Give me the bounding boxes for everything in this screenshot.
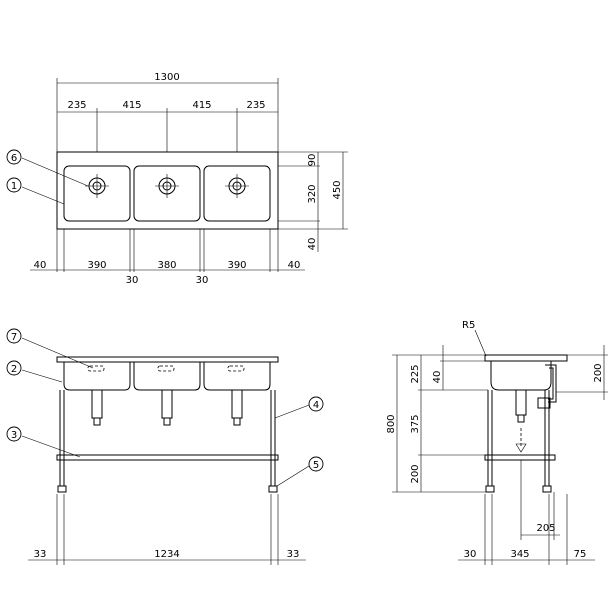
bowl-center	[133, 165, 201, 222]
dim-40-right: 40	[288, 260, 301, 271]
top-table-outline	[56, 151, 279, 230]
callout-1-label: 1	[11, 181, 17, 192]
callout-3-label: 3	[11, 430, 17, 441]
callout-5-label: 5	[313, 460, 319, 471]
callout-4	[308, 396, 324, 412]
dim-380: 380	[157, 260, 176, 271]
callout-1	[6, 177, 22, 193]
dim-800: 800	[386, 414, 397, 433]
dim-235-right: 235	[246, 100, 265, 111]
side-view: R5 800 225 375 200	[386, 320, 608, 565]
front-top-slab	[56, 356, 279, 363]
callout-3	[6, 426, 22, 442]
callout-2-label: 2	[11, 364, 17, 375]
dim-200: 200	[410, 464, 421, 483]
drain-center-icon	[155, 174, 179, 198]
dim-40-left: 40	[34, 260, 47, 271]
dim-375: 375	[410, 414, 421, 433]
side-top-slab	[484, 354, 568, 362]
side-sink	[490, 361, 552, 391]
dim-450: 450	[332, 180, 343, 199]
side-shelf	[484, 454, 556, 461]
dim-1234: 1234	[154, 549, 179, 560]
front-view: 7 2 3 4 5 33 1234 33	[6, 328, 324, 565]
dim-415-left: 415	[122, 100, 141, 111]
dim-225: 225	[410, 364, 421, 383]
dim-415-right: 415	[192, 100, 211, 111]
dim-40-depth: 40	[307, 238, 318, 251]
dim-390-right: 390	[227, 260, 246, 271]
callout-2	[6, 360, 22, 376]
dim-1300: 1300	[154, 72, 179, 83]
dim-33-left: 33	[34, 549, 47, 560]
dim-75: 75	[574, 549, 587, 560]
dim-33-right: 33	[287, 549, 300, 560]
callout-4-label: 4	[313, 400, 319, 411]
callout-7	[6, 328, 22, 344]
front-shelf	[56, 454, 279, 461]
dim-200-right: 200	[593, 363, 604, 382]
dim-30-right: 30	[196, 275, 209, 286]
top-view: 1300 235 415 415 235	[6, 72, 348, 286]
bowl-left	[63, 165, 131, 222]
callout-6	[6, 149, 22, 165]
drain-left-icon	[85, 174, 109, 198]
dim-90: 90	[307, 154, 318, 167]
dim-320: 320	[307, 184, 318, 203]
dim-40-inner: 40	[432, 371, 443, 384]
dim-235-left: 235	[67, 100, 86, 111]
drain-right-icon	[225, 174, 249, 198]
radius-label: R5	[462, 320, 475, 331]
dim-205: 205	[536, 523, 555, 534]
callout-5	[308, 456, 324, 472]
dim-30-left: 30	[126, 275, 139, 286]
callout-7-label: 7	[11, 332, 17, 343]
dim-30-side: 30	[464, 549, 477, 560]
dim-390-left: 390	[87, 260, 106, 271]
callout-6-label: 6	[11, 153, 17, 164]
dim-345: 345	[510, 549, 529, 560]
bowl-right	[203, 165, 271, 222]
